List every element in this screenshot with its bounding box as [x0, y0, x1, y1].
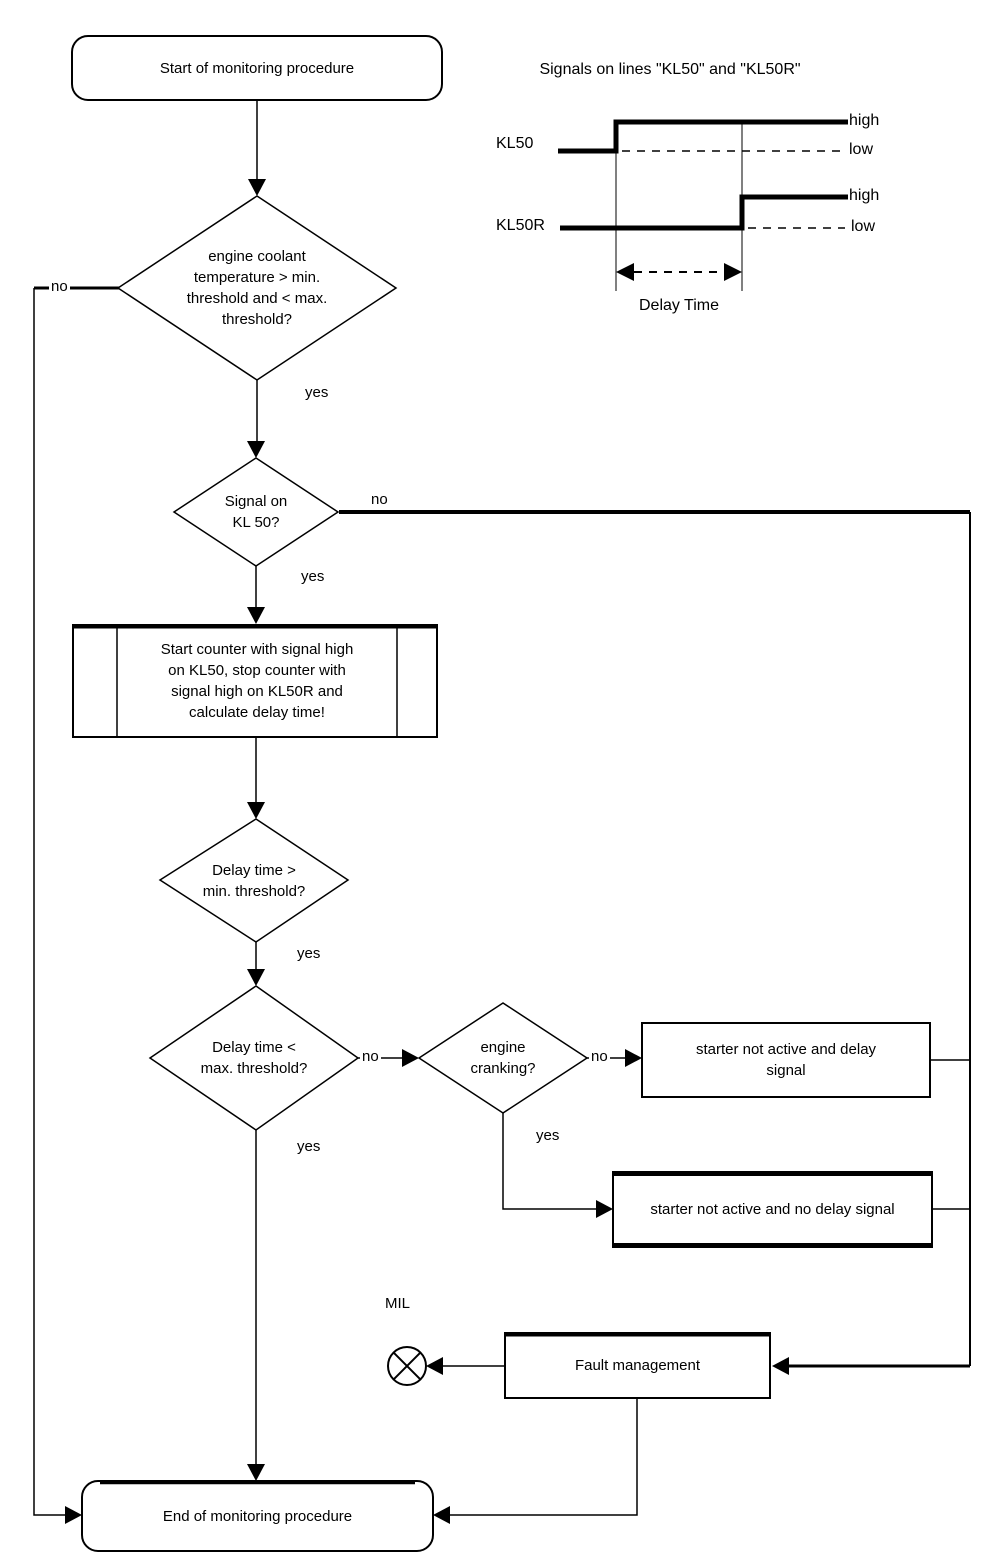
kl50-high-label: high [849, 112, 880, 129]
arrow-into-end-left [65, 1506, 82, 1524]
start-node-label: Start of monitoring procedure [159, 59, 355, 77]
mil-lamp-circle [387, 1346, 427, 1386]
kl50r-trace [560, 194, 848, 231]
arrow-into-mil [426, 1357, 443, 1375]
fault-management-label: Fault management [574, 1357, 701, 1374]
end-node-label: End of monitoring procedure [162, 1507, 353, 1525]
delay-max-check-label: Delay time < max. threshold? [200, 1039, 308, 1077]
arrow-into-delaymin [247, 802, 265, 819]
mil-lamp-icon [387, 1346, 427, 1386]
cranking-check-label: engine cranking? [470, 1039, 536, 1077]
node-shapes [71, 35, 933, 1552]
arrow-into-delaybox [625, 1049, 642, 1067]
edge-coolant-no-to-end [33, 288, 66, 1516]
edge-fault-to-end [448, 1398, 638, 1516]
delaymax-no-label: no [360, 1048, 381, 1065]
arrow-into-process [247, 607, 265, 624]
arrow-into-signal [247, 441, 265, 458]
cranking-yes-label: yes [534, 1127, 562, 1144]
arrow-into-nodelaybox [596, 1200, 613, 1218]
delaymax-diamond-shape [148, 985, 360, 1131]
arrow-into-delaymax [247, 969, 265, 986]
nodelaybox-thick-edges [613, 1172, 932, 1247]
arrow-into-coolant [248, 179, 266, 196]
timing-diagram-title: Signals on lines "KL50" and "KL50R" [539, 61, 801, 78]
mil-lamp-cross [392, 1351, 422, 1381]
start-node-shape [71, 35, 443, 101]
kl50-low-label: low [849, 141, 874, 158]
delaymax-yes-label: yes [295, 1138, 323, 1155]
coolant-check-label: engine coolant temperature > min. thresh… [186, 248, 328, 328]
signal-yes-label: yes [299, 568, 327, 585]
no-delay-signal-box-label: starter not active and no delay signal [650, 1201, 895, 1218]
edge-cranking-yes [502, 1113, 597, 1210]
mil-label: MIL [383, 1295, 413, 1312]
coolant-no-label: no [49, 278, 70, 295]
counter-process-label: Start counter with signal high on KL50, … [160, 641, 354, 721]
signal-check-label: Signal on KL 50? [224, 493, 288, 531]
delay-min-check-label: Delay time > min. threshold? [202, 861, 306, 900]
delay-arrow-left [616, 263, 634, 281]
cranking-diamond-shape [417, 1002, 589, 1114]
fault-node-shape [504, 1332, 771, 1399]
arrow-into-end-top [247, 1464, 265, 1481]
delaymin-diamond-shape [158, 818, 350, 943]
arrow-into-end-right [433, 1506, 450, 1524]
delaymin-yes-label: yes [295, 945, 323, 962]
process-node-shape [72, 624, 438, 738]
kl50r-signal-label: KL50R [496, 217, 545, 234]
kl50r-high-label: high [849, 187, 880, 204]
signal-diamond-shape [172, 457, 340, 567]
kl50-trace [558, 119, 848, 154]
process-side-bars [116, 625, 398, 737]
delaybox-shape [641, 1022, 931, 1098]
kl50r-low-label: low [851, 218, 876, 235]
kl50-signal-label: KL50 [496, 135, 534, 152]
cranking-no-label: no [589, 1048, 610, 1065]
arrow-into-fault [772, 1357, 789, 1375]
delay-time-label: Delay Time [638, 297, 720, 314]
coolant-diamond-shape [116, 195, 398, 381]
coolant-yes-label: yes [303, 384, 331, 401]
arrow-into-cranking [402, 1049, 419, 1067]
nodelaybox-shape [612, 1171, 933, 1248]
arrowheads [65, 179, 789, 1524]
timing-diagram-traces [558, 119, 848, 291]
delay-signal-box-label: starter not active and delay signal [695, 1041, 877, 1079]
signal-no-label: no [369, 491, 390, 508]
delay-arrow-right [724, 263, 742, 281]
